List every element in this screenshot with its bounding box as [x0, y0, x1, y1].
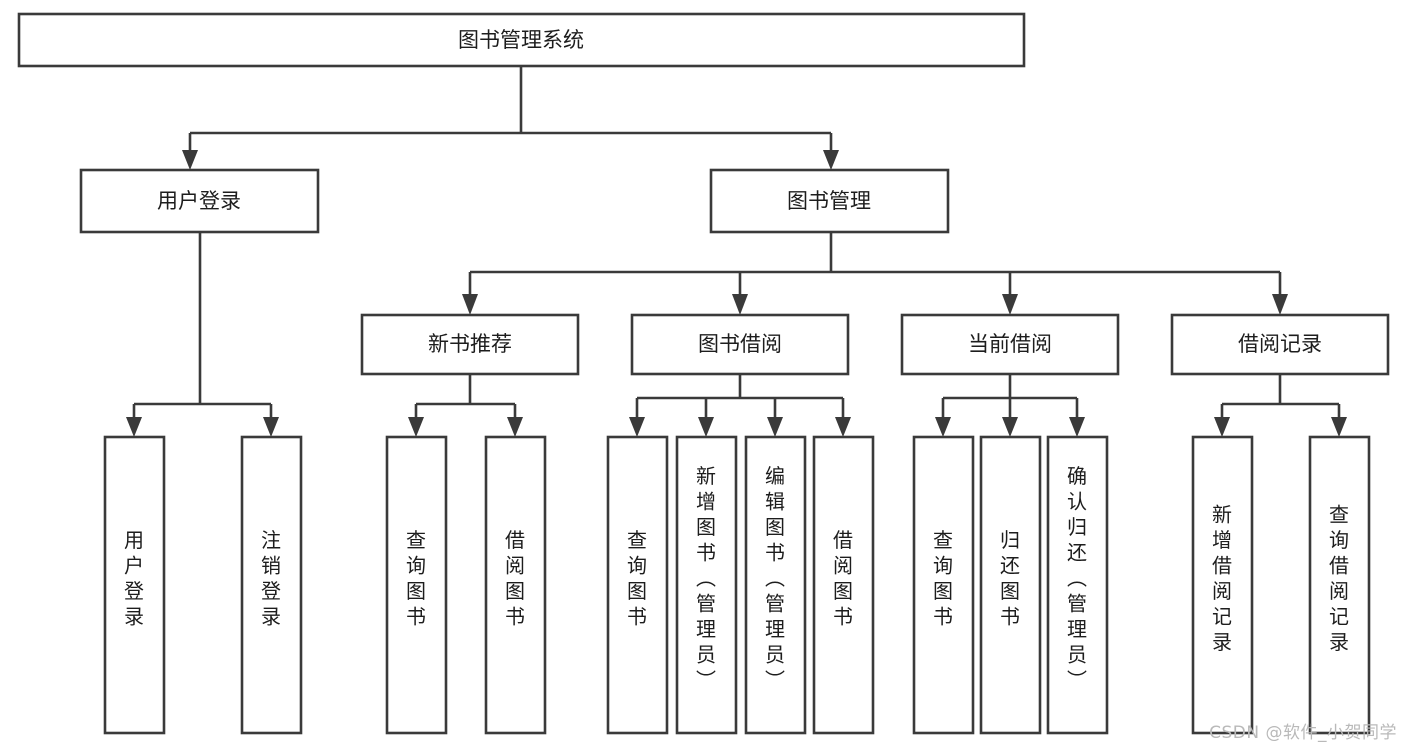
- connectors-layer: [126, 66, 1347, 437]
- arrow-head-leaf-add-record: [1214, 417, 1230, 437]
- node-leaf-query-book-2-label: 查询图书: [627, 528, 647, 629]
- arrow-head-leaf-query-book-1: [408, 417, 424, 437]
- connector-book-borrow-to-leaves: [635, 374, 845, 423]
- csdn-watermark: CSDN @软件_小贺同学: [1209, 723, 1397, 743]
- node-leaf-query-book-1-label: 查询图书: [406, 528, 426, 629]
- node-book-borrow-label: 图书借阅: [698, 332, 782, 356]
- node-user-login[interactable]: 用户登录: [79, 168, 320, 234]
- arrow-head-leaf-query-record: [1331, 417, 1347, 437]
- node-root[interactable]: 图书管理系统: [17, 12, 1026, 68]
- arrow-head-user-login: [182, 150, 198, 170]
- arrow-head-book-borrow: [732, 294, 748, 315]
- node-current-borrow-label: 当前借阅: [968, 332, 1052, 356]
- connector-current-borrow-to-leaves: [941, 374, 1079, 423]
- node-current-borrow[interactable]: 当前借阅: [900, 313, 1120, 376]
- node-leaf-add-book-label: 新增图书︵管理员︶: [696, 464, 716, 692]
- node-new-book-recommend-box[interactable]: [360, 313, 580, 376]
- node-book-borrow-box[interactable]: [630, 313, 850, 376]
- node-leaf-add-record-label: 新增借阅记录: [1212, 502, 1232, 654]
- connector-new-book-recommend-to-leaves: [414, 374, 517, 423]
- node-leaf-query-record-box[interactable]: [1308, 435, 1371, 735]
- node-leaf-add-book[interactable]: 新增图书︵管理员︶: [675, 435, 738, 735]
- node-leaf-edit-book[interactable]: 编辑图书︵管理员︶: [744, 435, 807, 735]
- node-leaf-borrow-book-1-label: 借阅图书: [505, 528, 525, 629]
- node-leaf-user-login[interactable]: 用户登录: [103, 435, 166, 735]
- node-leaf-return-book[interactable]: 归还图书: [979, 435, 1042, 735]
- node-leaf-query-book-1-box[interactable]: [385, 435, 448, 735]
- node-leaf-logout-box[interactable]: [240, 435, 303, 735]
- arrow-head-leaf-user-login: [126, 417, 142, 437]
- node-leaf-add-book-box[interactable]: [675, 435, 738, 735]
- node-leaf-edit-book-box[interactable]: [744, 435, 807, 735]
- node-leaf-edit-book-label: 编辑图书︵管理员︶: [765, 464, 785, 692]
- node-new-book-recommend[interactable]: 新书推荐: [360, 313, 580, 376]
- node-leaf-query-book-1[interactable]: 查询图书: [385, 435, 448, 735]
- connector-book-management-to-level3: [468, 232, 1282, 300]
- node-borrow-record-box[interactable]: [1170, 313, 1390, 376]
- node-new-book-recommend-label: 新书推荐: [428, 332, 512, 356]
- node-leaf-user-login-box[interactable]: [103, 435, 166, 735]
- node-leaf-add-record-box[interactable]: [1191, 435, 1254, 735]
- node-borrow-record[interactable]: 借阅记录: [1170, 313, 1390, 376]
- node-leaf-borrow-book-2[interactable]: 借阅图书: [812, 435, 875, 735]
- node-book-management[interactable]: 图书管理: [709, 168, 950, 234]
- node-leaf-add-record[interactable]: 新增借阅记录: [1191, 435, 1254, 735]
- node-leaf-borrow-book-1-box[interactable]: [484, 435, 547, 735]
- arrow-head-book-management: [823, 150, 839, 170]
- connector-borrow-record-to-leaves: [1220, 374, 1341, 423]
- arrow-head-leaf-logout: [263, 417, 279, 437]
- node-user-login-label: 用户登录: [157, 189, 241, 213]
- arrow-head-current-borrow: [1002, 294, 1018, 315]
- node-user-login-box[interactable]: [79, 168, 320, 234]
- node-leaf-confirm-return-label: 确认归还︵管理员︶: [1067, 464, 1087, 692]
- arrow-head-leaf-add-book: [698, 417, 714, 437]
- arrow-head-leaf-query-book-3: [935, 417, 951, 437]
- node-leaf-user-login-label: 用户登录: [124, 528, 144, 629]
- node-leaf-return-book-label: 归还图书: [1000, 528, 1020, 629]
- node-leaf-confirm-return[interactable]: 确认归还︵管理员︶: [1046, 435, 1109, 735]
- node-leaf-query-book-3-label: 查询图书: [933, 528, 953, 629]
- node-borrow-record-label: 借阅记录: [1238, 332, 1322, 356]
- node-leaf-query-record[interactable]: 查询借阅记录: [1308, 435, 1371, 735]
- node-leaf-borrow-book-2-box[interactable]: [812, 435, 875, 735]
- connector-root-to-level2: [188, 66, 833, 156]
- node-leaf-query-book-2[interactable]: 查询图书: [606, 435, 669, 735]
- arrow-head-leaf-confirm-return: [1069, 417, 1085, 437]
- node-leaf-query-book-2-box[interactable]: [606, 435, 669, 735]
- node-leaf-borrow-book-2-label: 借阅图书: [833, 528, 853, 629]
- node-current-borrow-box[interactable]: [900, 313, 1120, 376]
- arrow-head-leaf-query-book-2: [629, 417, 645, 437]
- arrow-head-new-book-recommend: [462, 294, 478, 315]
- connector-user-login-to-leaves: [132, 232, 273, 423]
- node-leaf-query-record-label: 查询借阅记录: [1329, 502, 1349, 654]
- arrow-head-leaf-borrow-book-2: [835, 417, 851, 437]
- node-book-management-box[interactable]: [709, 168, 950, 234]
- node-leaf-logout[interactable]: 注销登录: [240, 435, 303, 735]
- arrow-head-leaf-return-book: [1002, 417, 1018, 437]
- node-leaf-return-book-box[interactable]: [979, 435, 1042, 735]
- node-leaf-query-book-3-box[interactable]: [912, 435, 975, 735]
- node-leaf-query-book-3[interactable]: 查询图书: [912, 435, 975, 735]
- node-root-label: 图书管理系统: [458, 28, 584, 52]
- arrow-head-leaf-edit-book: [767, 417, 783, 437]
- arrow-head-borrow-record: [1272, 294, 1288, 315]
- node-leaf-borrow-book-1[interactable]: 借阅图书: [484, 435, 547, 735]
- node-leaf-confirm-return-box[interactable]: [1046, 435, 1109, 735]
- node-book-borrow[interactable]: 图书借阅: [630, 313, 850, 376]
- node-root-box[interactable]: [17, 12, 1026, 68]
- node-book-management-label: 图书管理: [787, 189, 871, 213]
- node-leaf-logout-label: 注销登录: [261, 528, 281, 629]
- arrow-head-leaf-borrow-book-1: [507, 417, 523, 437]
